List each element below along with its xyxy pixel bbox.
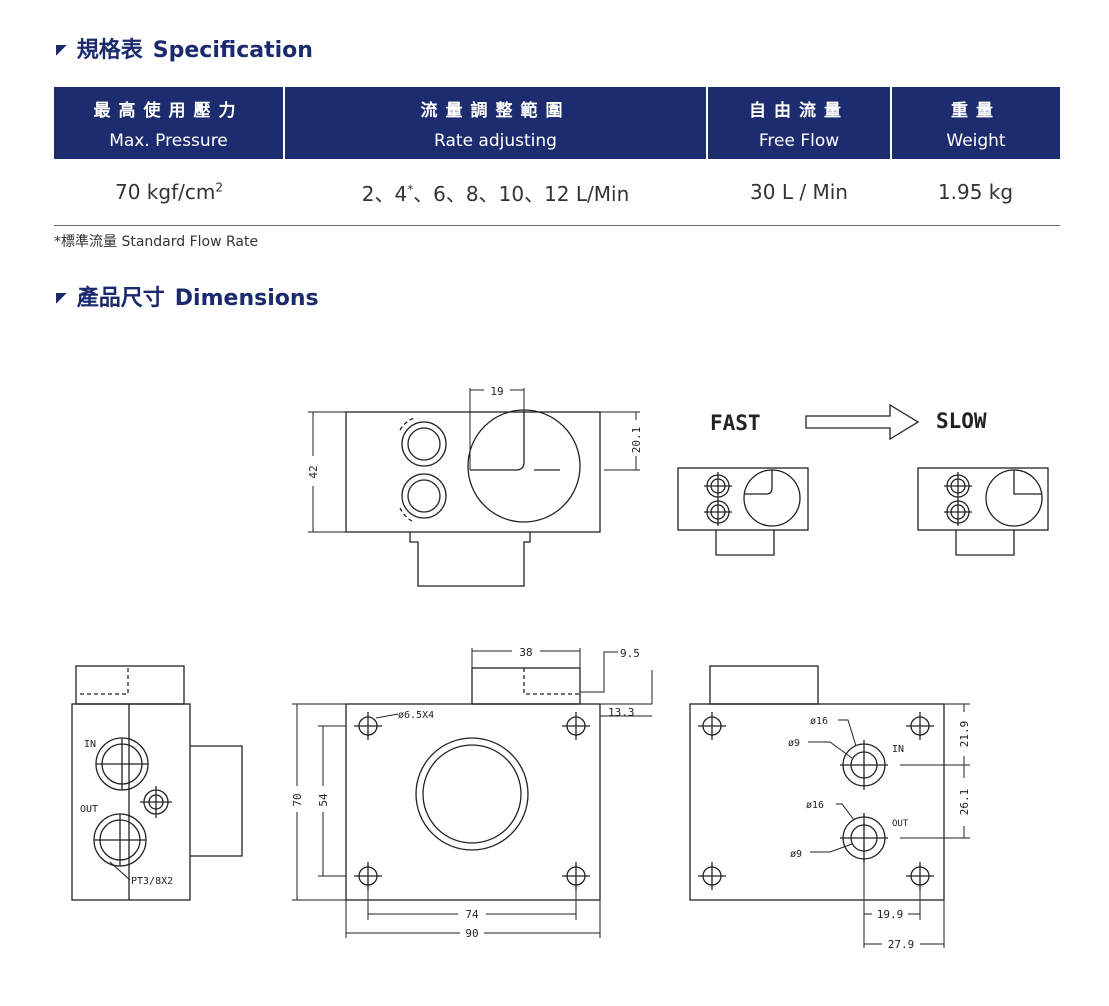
dim-26-1: 26.1 (958, 789, 971, 816)
rate-value-b: 、6、8、10、12 L/Min (413, 181, 630, 206)
header-free-flow: 自由流量 Free Flow (706, 87, 891, 159)
dim-70: 70 (291, 793, 304, 806)
dim-19-9: 19.9 (877, 908, 904, 921)
triangle-icon: ◤ (56, 290, 67, 306)
slow-label: SLOW (936, 409, 987, 433)
rate-value-a: 2、4 (361, 181, 408, 206)
dim-6-5x4: ø6.5X4 (398, 710, 434, 721)
dim-13-3: 13.3 (608, 706, 635, 719)
dim-38: 38 (519, 646, 532, 659)
rate-star: * (407, 181, 414, 196)
header-zh: 最高使用壓力 (93, 100, 244, 121)
arrow-right-icon (805, 403, 920, 441)
spec-heading: ◤ 規格表 Specification (56, 32, 313, 64)
dim-9-in: ø9 (788, 738, 800, 749)
triangle-icon: ◤ (56, 42, 67, 58)
side-out-label: OUT (80, 804, 98, 815)
dim-heading-en: Dimensions (174, 286, 319, 311)
pressure-value: 70 kgf/cm (115, 180, 216, 204)
dim-9-5: 9.5 (620, 647, 640, 660)
front-view (292, 648, 653, 938)
cell-rate: 2、4*、6、8、10、12 L/Min (284, 159, 707, 226)
spec-table: 最高使用壓力 Max. Pressure 流量調整範圍 Rate adjusti… (54, 87, 1060, 226)
spec-heading-en: Specification (152, 38, 313, 63)
rear-in-label: IN (892, 744, 904, 755)
spec-heading-zh: 規格表 (76, 38, 143, 63)
dim-9-out: ø9 (790, 849, 802, 860)
header-rate-adjusting: 流量調整範圍 Rate adjusting (283, 87, 707, 159)
pt-label: PT3/8X2 (131, 876, 173, 887)
footnote: *標準流量 Standard Flow Rate (54, 234, 259, 250)
header-en: Max. Pressure (109, 130, 228, 151)
dim-27-9: 27.9 (888, 938, 915, 951)
side-view (71, 665, 243, 901)
dim-19: 19 (490, 385, 503, 398)
header-zh: 自由流量 (749, 100, 849, 121)
cell-pressure: 70 kgf/cm2 (54, 159, 284, 226)
dim-20-1: 20.1 (630, 427, 643, 454)
fast-label: FAST (710, 411, 761, 435)
side-in-label: IN (84, 739, 96, 750)
dim-16-out: ø16 (806, 800, 824, 811)
header-en: Rate adjusting (434, 130, 557, 151)
dim-21-9: 21.9 (958, 721, 971, 748)
spec-header-row: 最高使用壓力 Max. Pressure 流量調整範圍 Rate adjusti… (54, 87, 1060, 159)
cell-free-flow: 30 L / Min (707, 159, 891, 226)
header-zh: 重量 (951, 100, 1001, 121)
dim-74: 74 (465, 908, 479, 921)
rear-out-label: OUT (892, 819, 909, 829)
top-view (308, 388, 640, 587)
dim-90: 90 (465, 927, 478, 940)
dimensions-heading: ◤ 產品尺寸 Dimensions (56, 280, 319, 312)
header-en: Weight (946, 130, 1006, 151)
rear-view (689, 665, 970, 948)
dim-heading-zh: 產品尺寸 (76, 286, 165, 311)
cell-weight: 1.95 kg (891, 159, 1060, 226)
dim-54: 54 (317, 793, 330, 807)
dim-42: 42 (307, 465, 320, 478)
slow-view (917, 467, 1049, 556)
header-en: Free Flow (758, 130, 840, 151)
fast-view (677, 467, 809, 556)
pressure-sup: 2 (215, 180, 223, 195)
dim-16-in: ø16 (810, 716, 828, 727)
header-max-pressure: 最高使用壓力 Max. Pressure (54, 87, 284, 159)
spec-value-row: 70 kgf/cm2 2、4*、6、8、10、12 L/Min 30 L / M… (54, 159, 1060, 226)
header-weight: 重量 Weight (890, 87, 1060, 159)
header-zh: 流量調整範圍 (420, 100, 571, 121)
